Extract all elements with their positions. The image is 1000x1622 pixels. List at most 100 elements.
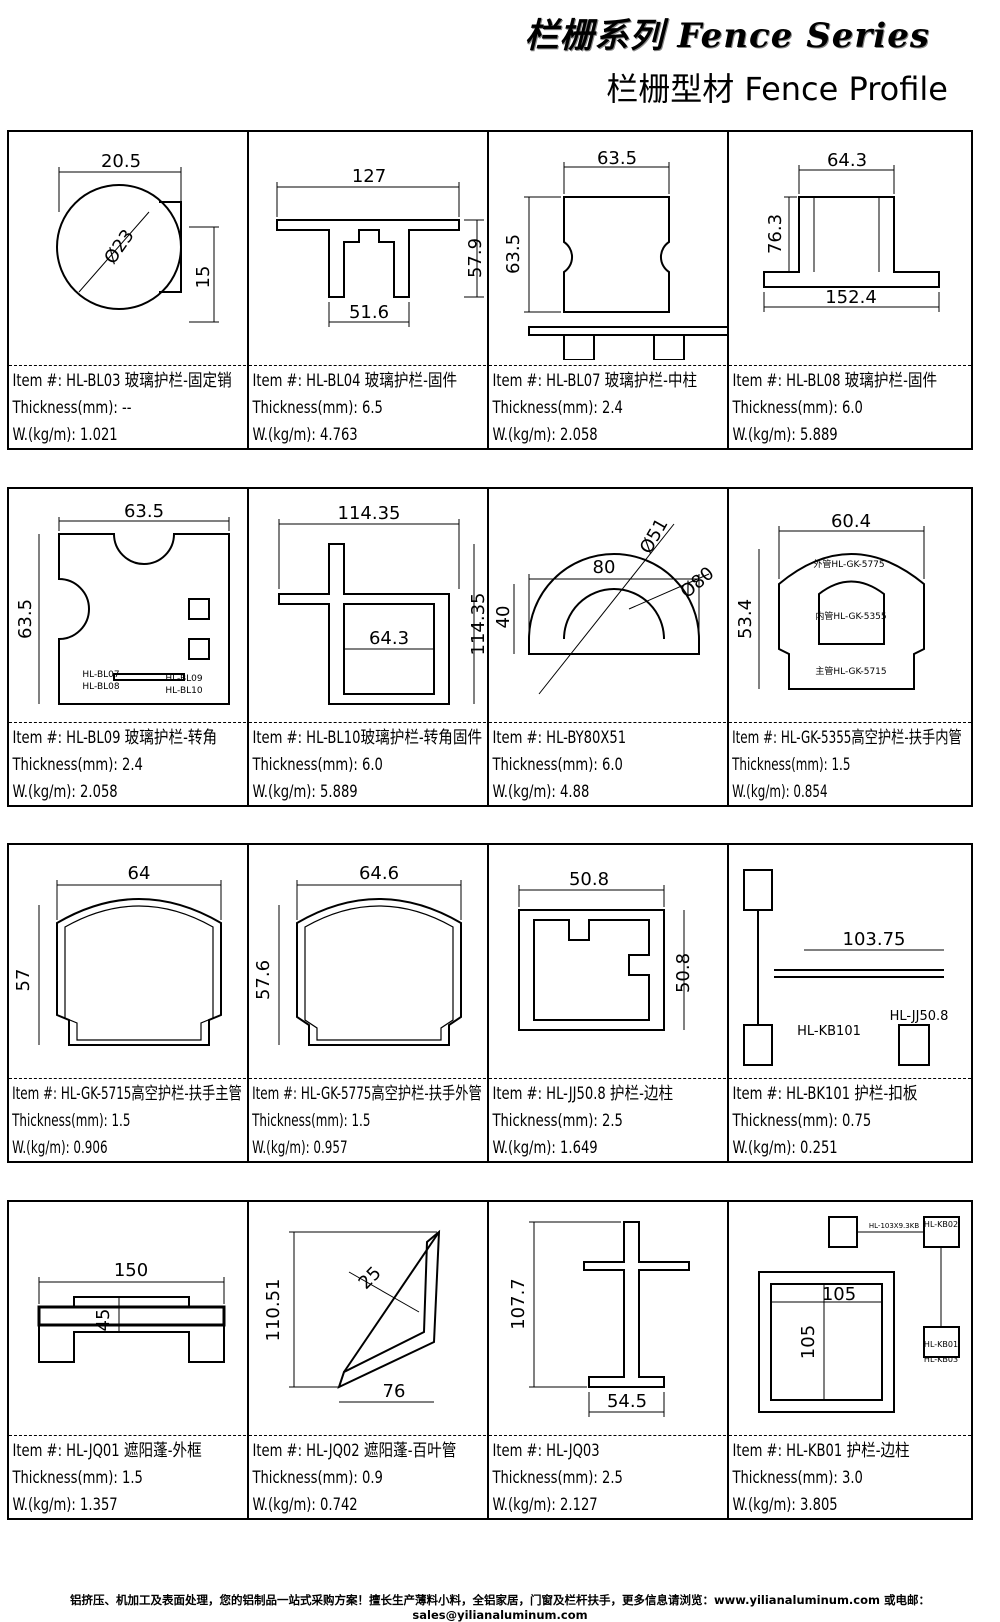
dimension-label: HL-BL09 — [165, 674, 202, 684]
dimension-label: 110.51 — [263, 1279, 284, 1342]
thickness: Thickness(mm): 6.5 — [252, 398, 383, 418]
dimension-label: 外管HL-GK-5775 — [813, 558, 884, 570]
profile-drawing: 50.850.8 — [518, 869, 694, 1031]
thickness: Thickness(mm): 0.9 — [252, 1468, 383, 1488]
dimension-label: 80 — [593, 557, 616, 578]
dimension-label: 45 — [93, 1309, 114, 1332]
dimension-label: 63.5 — [597, 148, 637, 169]
weight: W.(kg/m): 1.649 — [492, 1138, 598, 1158]
item-number: Item #: HL-BL10玻璃护栏-转角固件 — [252, 728, 483, 748]
profile-drawing: 63.5 63.5 — [503, 148, 731, 360]
dimension-label: 25 — [355, 1263, 386, 1294]
profile-specs: Item #: HL-JQ02 遮阳蓬-百叶管 Thickness(mm): 0.… — [249, 1438, 461, 1519]
dimension-label: 15 — [193, 266, 214, 289]
profile-specs: Item #: HL-BL09 玻璃护栏-转角 Thickness(mm): 2.… — [9, 725, 221, 806]
profile-drawing: 150 45 — [37, 1260, 226, 1363]
divider — [729, 1078, 971, 1079]
divider — [249, 1078, 491, 1079]
item-number: Item #: HL-BK101 护栏-扣板 — [732, 1084, 918, 1104]
profile-drawing: 64 57 — [13, 863, 222, 1046]
dimension-label: Ø51 — [636, 515, 673, 558]
weight: W.(kg/m): 5.889 — [732, 425, 838, 445]
item-number: Item #: HL-BL08 玻璃护栏-固件 — [732, 371, 938, 391]
dimension-label: 103.75 — [843, 929, 906, 950]
item-number: Item #: HL-JQ02 遮阳蓬-百叶管 — [252, 1441, 457, 1461]
item-number: Item #: HL-JQ03 — [492, 1441, 600, 1461]
dimension-label: 76.3 — [765, 214, 786, 254]
dimension-label: HL-BL10 — [165, 686, 202, 696]
dimension-label: 127 — [352, 166, 386, 187]
divider — [489, 1435, 731, 1436]
dimension-label: 57.9 — [465, 238, 486, 278]
item-number: Item #: HL-BY80X51 — [492, 728, 627, 748]
dimension-label: 64 — [128, 863, 151, 884]
thickness: Thickness(mm): 1.5 — [732, 755, 851, 775]
weight: W.(kg/m): 1.021 — [12, 425, 118, 445]
item-number: Item #: HL-BL03 玻璃护栏-固定销 — [12, 371, 232, 391]
dimension-label: 150 — [114, 1260, 148, 1281]
thickness: Thickness(mm): -- — [12, 398, 132, 418]
dimension-label: HL-BL08 — [82, 682, 119, 692]
weight: W.(kg/m): 1.357 — [12, 1495, 118, 1515]
weight: W.(kg/m): 5.889 — [252, 782, 358, 802]
item-number: Item #: HL-JQ01 遮阳蓬-外框 — [12, 1441, 202, 1461]
dimension-label: 63.5 — [503, 234, 524, 274]
thickness: Thickness(mm): 6.0 — [732, 398, 863, 418]
item-number: Item #: HL-BL04 玻璃护栏-固件 — [252, 371, 458, 391]
profile-drawing: 64.657.6 — [253, 863, 462, 1046]
divider — [249, 722, 491, 723]
thickness: Thickness(mm): 2.5 — [492, 1468, 623, 1488]
dimension-label: 内管HL-GK-5355 — [815, 610, 886, 622]
divider — [249, 365, 491, 366]
thickness: Thickness(mm): 3.0 — [732, 1468, 863, 1488]
divider — [729, 365, 971, 366]
dimension-label: 114.35 — [338, 503, 401, 524]
dimension-label: HL-KB01 — [924, 1340, 958, 1349]
dimension-label: 20.5 — [101, 151, 141, 172]
weight: W.(kg/m): 2.058 — [492, 425, 598, 445]
dimension-label: 54.5 — [607, 1391, 647, 1412]
profile-specs: Item #: HL-BL04 玻璃护栏-固件 Thickness(mm): 6.… — [249, 368, 461, 449]
weight: W.(kg/m): 0.742 — [252, 1495, 358, 1515]
divider — [249, 1435, 491, 1436]
thickness: Thickness(mm): 2.4 — [12, 755, 143, 775]
dimension-label: 57 — [13, 969, 34, 992]
divider — [489, 1078, 731, 1079]
dimension-label: 64.3 — [369, 628, 409, 649]
thickness: Thickness(mm): 0.75 — [732, 1111, 872, 1131]
dimension-label: 53.4 — [735, 599, 756, 639]
dimension-label: 107.7 — [508, 1278, 529, 1330]
dimension-label: 114.35 — [468, 593, 489, 656]
profile-specs: Item #: HL-BK101 护栏-扣板 Thickness(mm): 0.7… — [729, 1081, 941, 1162]
item-number: Item #: HL-BL09 玻璃护栏-转角 — [12, 728, 218, 748]
dimension-label: HL-103X9.3KB — [869, 1222, 919, 1230]
weight: W.(kg/m): 4.763 — [252, 425, 358, 445]
divider — [9, 1435, 251, 1436]
divider — [729, 722, 971, 723]
dimension-label: 76 — [383, 1381, 406, 1402]
page-title: 栏栅系列 Fence Series — [524, 16, 930, 56]
dimension-label: 64.6 — [359, 863, 399, 884]
dimension-label: 152.4 — [825, 287, 877, 308]
